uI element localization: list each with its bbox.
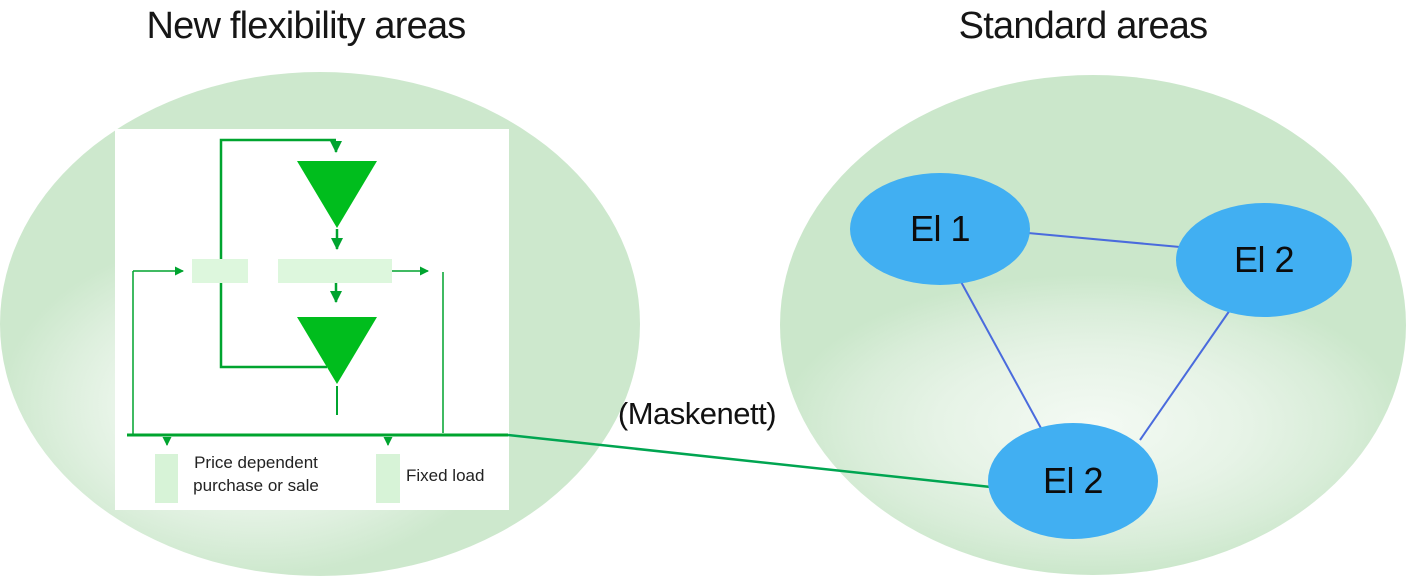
node-el2-bottom: El 2 bbox=[988, 423, 1158, 539]
price-load-label-line2: purchase or sale bbox=[193, 475, 319, 495]
link-el1-el2right bbox=[1027, 232, 1181, 248]
price-load-rect bbox=[155, 454, 178, 503]
node-el2-right: El 2 bbox=[1176, 203, 1352, 317]
node-el2-bottom-label: El 2 bbox=[1042, 460, 1104, 501]
node-el2-right-label: El 2 bbox=[1233, 239, 1295, 280]
bottom-triangle-icon bbox=[297, 317, 377, 384]
left-area-title: New flexibility areas bbox=[146, 5, 467, 47]
top-triangle-icon bbox=[297, 161, 377, 228]
price-load-label-line1: Price dependent bbox=[194, 453, 318, 472]
node-el1-label: El 1 bbox=[909, 208, 971, 249]
right-area-title: Standard areas bbox=[958, 5, 1208, 47]
link-el2right-el2bottom bbox=[1139, 309, 1231, 441]
fixed-load-label: Fixed load bbox=[406, 466, 485, 485]
price-load-label: Price dependent purchase or sale bbox=[185, 452, 327, 498]
wide-bus-rect bbox=[278, 259, 392, 283]
feedback-loop-line bbox=[219, 138, 336, 369]
node-el1: El 1 bbox=[850, 173, 1030, 285]
link-el1-el2bottom bbox=[959, 279, 1043, 431]
fixed-load-rect bbox=[376, 454, 400, 503]
small-bus-rect bbox=[192, 259, 248, 283]
maskenett-tie-line bbox=[507, 433, 1001, 490]
maskenett-label: (Maskenett) bbox=[617, 396, 777, 431]
